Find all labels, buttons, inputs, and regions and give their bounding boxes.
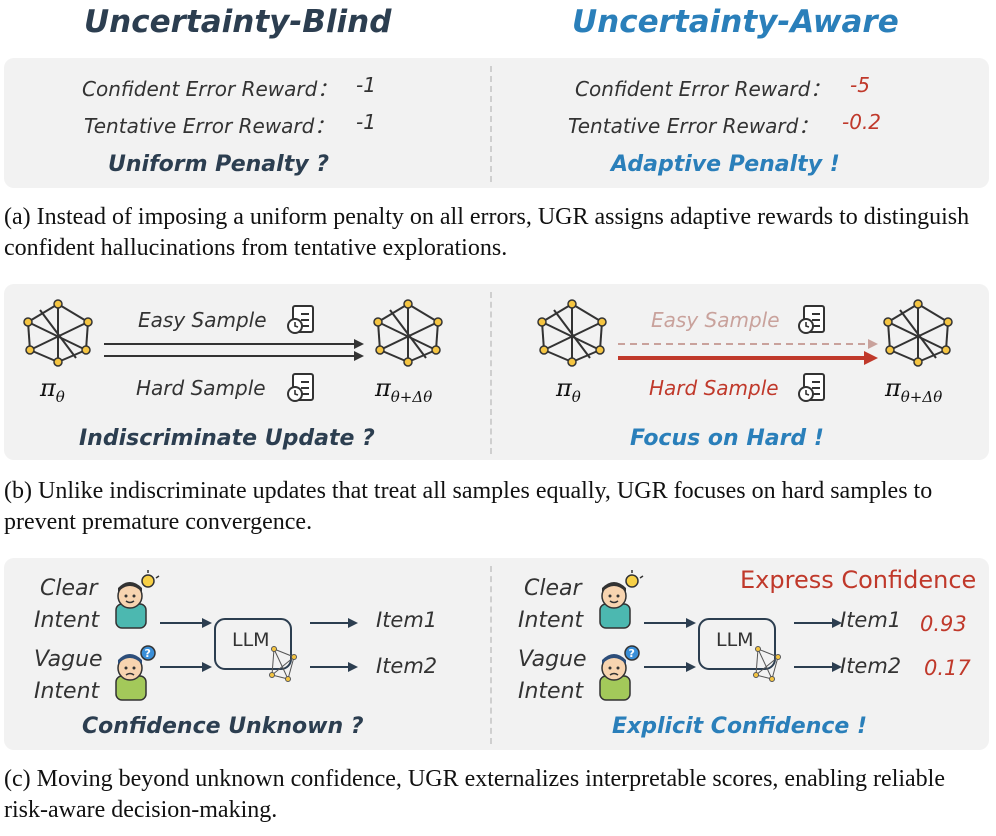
panel-c (4, 558, 989, 750)
b-left-easy-label: Easy Sample (138, 308, 267, 332)
c-left-llm: LLM (232, 629, 270, 651)
a-right-tentative-value: -0.2 (842, 110, 882, 134)
c-right-vague-2: Intent (518, 679, 584, 704)
c-right-clear-2: Intent (518, 608, 584, 633)
b-left-pi-to: πθ+Δθ (375, 374, 433, 406)
confused-user-question-icon: ? (115, 645, 156, 701)
caption-a: (a) Instead of imposing a uniform penalt… (4, 204, 970, 261)
b-right-easy-label: Easy Sample (651, 308, 780, 332)
panel-a (4, 58, 989, 188)
b-left-hard-label: Hard Sample (136, 376, 266, 400)
a-right-confident-value: -5 (850, 73, 870, 97)
a-right-tag: Adaptive Penalty ! (611, 152, 840, 177)
c-left-clear-2: Intent (34, 608, 100, 633)
document-clock-icon (798, 305, 825, 334)
b-right-pi-from: πθ (556, 374, 581, 406)
a-right-confident-label: Confident Error Reward： (575, 77, 831, 101)
c-left-flow (160, 618, 358, 682)
b-right-hard-label: Hard Sample (649, 376, 779, 400)
a-left-tentative-label: Tentative Error Reward： (84, 114, 335, 138)
network-icon (23, 299, 93, 367)
happy-user-idea-icon (115, 570, 160, 629)
c-left-item1: Item1 (376, 608, 438, 632)
a-right-tentative-label: Tentative Error Reward： (568, 114, 819, 138)
document-clock-icon (798, 373, 825, 402)
c-right-score1: 0.93 (920, 612, 967, 636)
c-right-item2: Item2 (840, 654, 902, 678)
c-left-clear-1: Clear (40, 576, 98, 601)
c-left-vague-2: Intent (34, 679, 100, 704)
c-right-flow (644, 618, 842, 682)
a-left-confident-value: -1 (356, 73, 376, 97)
llm-box (214, 618, 292, 670)
right-title: Uncertainty-Aware (572, 4, 899, 40)
panel-b-divider (490, 292, 492, 454)
caption-b: (b) Unlike indiscriminate updates that t… (4, 478, 933, 535)
document-clock-icon (287, 305, 314, 334)
c-right-llm: LLM (716, 629, 754, 651)
c-right-vague-1: Vague (518, 647, 587, 672)
svg-text:?: ? (145, 647, 151, 660)
c-left-tag: Confidence Unknown ? (82, 714, 364, 739)
confused-user-question-icon: ? (599, 645, 640, 701)
b-left-pi-from: πθ (40, 374, 65, 406)
network-icon (373, 299, 443, 367)
c-left-item2: Item2 (376, 654, 438, 678)
b-left-arrows (104, 339, 364, 361)
c-right-tag: Explicit Confidence ! (612, 714, 868, 739)
c-left-vague-1: Vague (34, 647, 103, 672)
panel-c-divider (490, 566, 492, 744)
c-right-item1: Item1 (840, 608, 902, 632)
llm-box (698, 618, 776, 670)
network-icon (537, 299, 607, 367)
network-icon (883, 299, 953, 367)
happy-user-idea-icon (599, 570, 644, 629)
c-right-clear-1: Clear (524, 576, 582, 601)
a-left-tag: Uniform Penalty ? (108, 152, 329, 177)
a-left-tentative-value: -1 (356, 110, 376, 134)
c-right-score2: 0.17 (924, 656, 971, 680)
b-right-pi-to: πθ+Δθ (885, 374, 943, 406)
panel-a-divider (490, 66, 492, 182)
b-right-tag: Focus on Hard ! (630, 426, 824, 451)
left-title: Uncertainty-Blind (84, 4, 392, 40)
b-left-tag: Indiscriminate Update ? (79, 426, 375, 451)
document-clock-icon (287, 373, 314, 402)
c-right-header: Express Confidence (740, 566, 977, 594)
caption-c: (c) Moving beyond unknown confidence, UG… (4, 766, 946, 823)
b-right-arrows (618, 339, 878, 365)
svg-text:?: ? (629, 647, 635, 660)
a-left-confident-label: Confident Error Reward： (82, 77, 338, 101)
